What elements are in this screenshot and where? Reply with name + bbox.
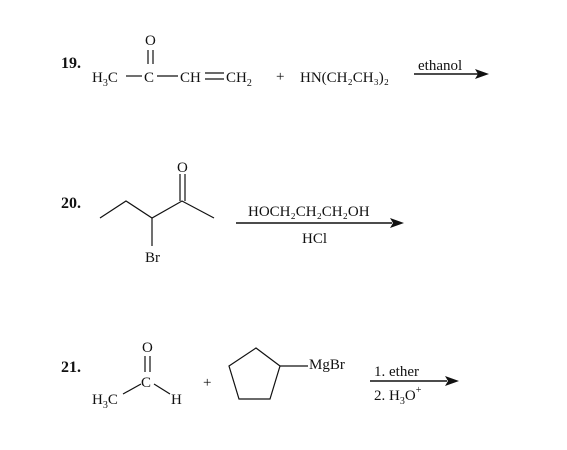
problem-20-carbonyl-oxygen: O <box>177 160 188 176</box>
problem-21-arrowhead <box>445 376 459 386</box>
problem-20-reagent-hcl: HCl <box>302 231 327 247</box>
problem-21-aldehyde-carbon: C <box>141 375 151 391</box>
problem-19-number: 19. <box>61 55 81 72</box>
problem-20-reagent-diol: HOCH₂CH₂CH₂OH <box>248 204 370 220</box>
problem-21-plus: + <box>203 375 211 391</box>
problem-21-methyl-group: H3C <box>92 392 118 411</box>
problem-21-aldehyde-hydrogen: H <box>171 392 182 408</box>
problem-19-methyl-group: H3C <box>92 70 118 89</box>
problem-19-carbonyl-carbon: C <box>144 70 154 86</box>
problem-21-bond-carbon-methyl <box>122 383 142 395</box>
problem-20-number: 20. <box>61 195 81 212</box>
problem-19-arrowhead <box>475 69 489 79</box>
problem-19-vinyl-ch2: CH2 <box>226 70 252 89</box>
problem-21-aldehyde-oxygen: O <box>142 340 153 356</box>
problem-21-number: 21. <box>61 359 81 376</box>
problem-19-carbonyl-oxygen: O <box>145 33 156 49</box>
problem-20-bromine: Br <box>145 250 160 266</box>
problem-19-diethylamine: HN(CH₂CH₃)₂ <box>300 70 389 86</box>
problem-21: 21. O C H3C H + MgBr 1. ether 2. H3O+ <box>61 340 459 411</box>
problem-21-step-two: 2. H3O+ <box>374 385 422 407</box>
problem-19-plus: + <box>276 69 284 85</box>
problem-21-grignard-mgbr: MgBr <box>309 357 345 373</box>
problem-21-step-one: 1. ether <box>374 364 419 380</box>
problem-20-arrowhead <box>390 218 404 228</box>
problem-21-cyclopentane-ring <box>228 347 281 400</box>
problem-21-bond-carbon-hydrogen <box>153 383 171 395</box>
problem-20-carbon-skeleton <box>99 200 215 219</box>
problem-19-condition-ethanol: ethanol <box>418 58 462 74</box>
problem-19: 19. O H3C C CH CH2 + HN(CH₂CH₃)₂ ethanol <box>61 33 489 89</box>
problem-20: 20. O Br HOCH₂CH₂CH₂OH HCl <box>61 160 404 266</box>
problem-19-vinyl-ch: CH <box>180 70 201 86</box>
